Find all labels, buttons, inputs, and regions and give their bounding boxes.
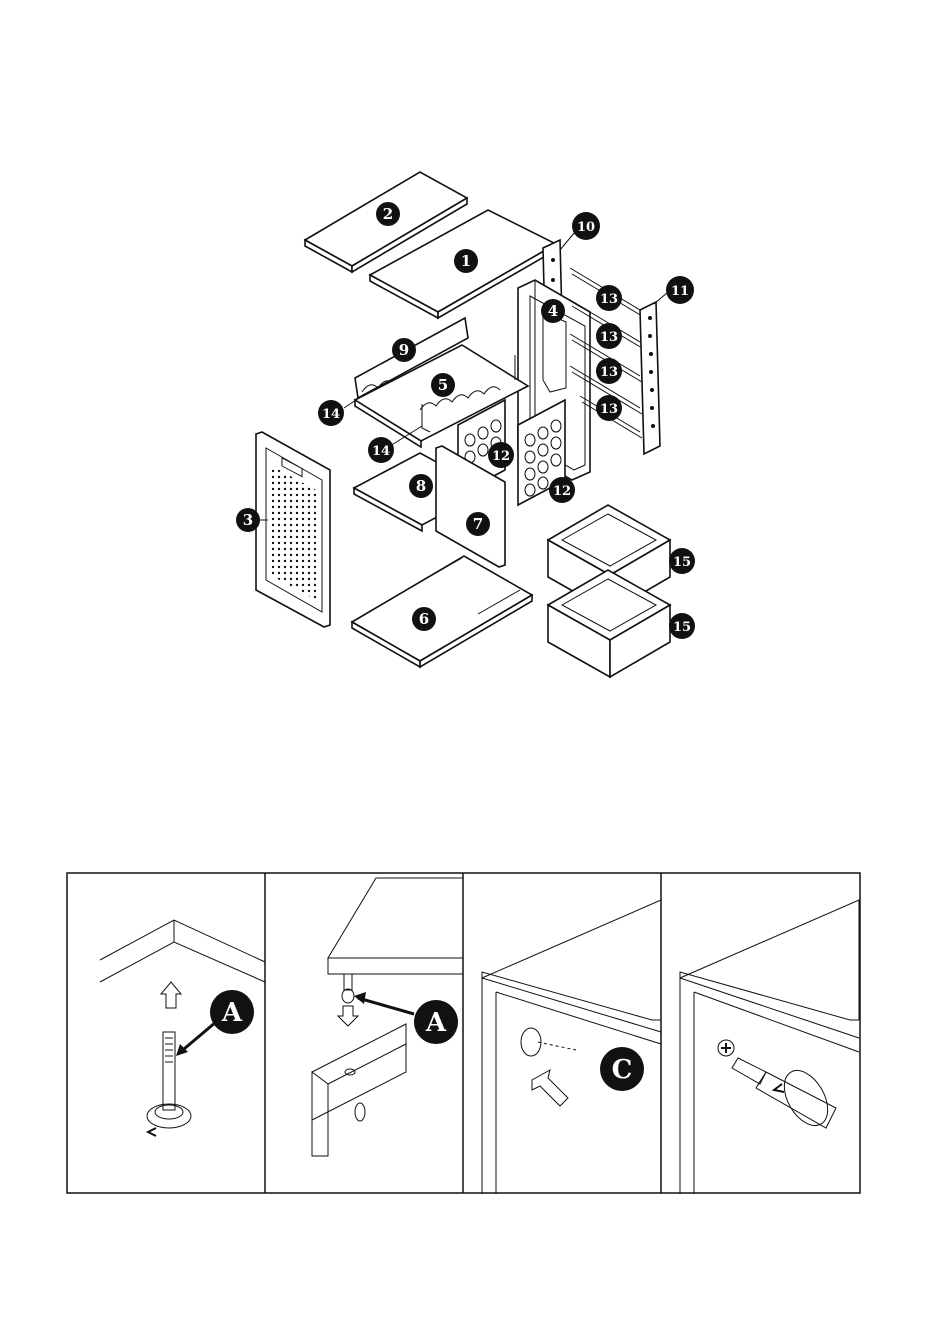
part-number-badge-part-12a: 12 xyxy=(488,442,514,468)
part-number-label: 13 xyxy=(600,330,618,345)
part-number-label: 9 xyxy=(399,341,409,359)
hardware-badge-label: C xyxy=(612,1055,633,1085)
part-number-badge-part-9: 9 xyxy=(392,338,416,362)
part-number-badge-part-14a: 14 xyxy=(318,400,344,426)
part-number-badge-part-11: 11 xyxy=(666,276,694,304)
part-number-label: 10 xyxy=(577,220,595,235)
part-number-badge-part-8: 8 xyxy=(409,474,433,498)
part-number-label: 2 xyxy=(383,205,393,223)
part-number-label: 8 xyxy=(416,477,426,495)
part-number-badge-part-12b: 12 xyxy=(549,477,575,503)
hardware-steps-panel: A A C xyxy=(66,872,861,1194)
part-number-badge-part-14b: 14 xyxy=(368,437,394,463)
part-number-label: 12 xyxy=(492,449,510,464)
part-number-badge-part-10: 10 xyxy=(572,212,600,240)
part-number-label: 13 xyxy=(600,365,618,380)
part-number-label: 11 xyxy=(671,284,689,299)
part-number-label: 14 xyxy=(372,444,390,459)
part-number-badge-part-2: 2 xyxy=(376,202,400,226)
part-number-label: 15 xyxy=(673,620,691,635)
part-number-badge-part-13a: 13 xyxy=(596,285,622,311)
hardware-badge-step-1: A xyxy=(210,990,254,1034)
part-number-badge-part-15a: 15 xyxy=(669,548,695,574)
part-number-label: 6 xyxy=(419,610,429,628)
door-3 xyxy=(256,432,330,627)
part-number-label: 12 xyxy=(553,484,571,499)
hardware-badge-label: A xyxy=(221,998,243,1028)
hardware-badge-step-3: C xyxy=(600,1047,644,1091)
part-number-label: 5 xyxy=(438,376,448,394)
part-number-label: 3 xyxy=(243,511,253,529)
hardware-badge-label: A xyxy=(425,1008,447,1038)
part-number-badge-part-13b: 13 xyxy=(596,323,622,349)
part-number-badge-part-5: 5 xyxy=(431,373,455,397)
part-number-badge-part-7: 7 xyxy=(466,512,490,536)
hardware-badge-step-2: A xyxy=(414,1000,458,1044)
side-panel-11 xyxy=(640,302,660,454)
base-6 xyxy=(352,556,532,667)
part-number-badge-part-4: 4 xyxy=(541,299,565,323)
part-number-badge-part-15b: 15 xyxy=(669,613,695,639)
part-number-label: 1 xyxy=(461,252,471,270)
part-number-badge-part-6: 6 xyxy=(412,607,436,631)
part-number-label: 13 xyxy=(600,402,618,417)
part-number-badge-part-3: 3 xyxy=(236,508,260,532)
part-number-label: 7 xyxy=(473,515,483,533)
part-number-label: 14 xyxy=(322,407,340,422)
part-number-label: 13 xyxy=(600,292,618,307)
part-number-label: 4 xyxy=(548,302,558,320)
part-number-badge-part-13d: 13 xyxy=(596,395,622,421)
part-number-label: 15 xyxy=(673,555,691,570)
part-number-badge-part-1: 1 xyxy=(454,249,478,273)
part-number-badge-part-13c: 13 xyxy=(596,358,622,384)
